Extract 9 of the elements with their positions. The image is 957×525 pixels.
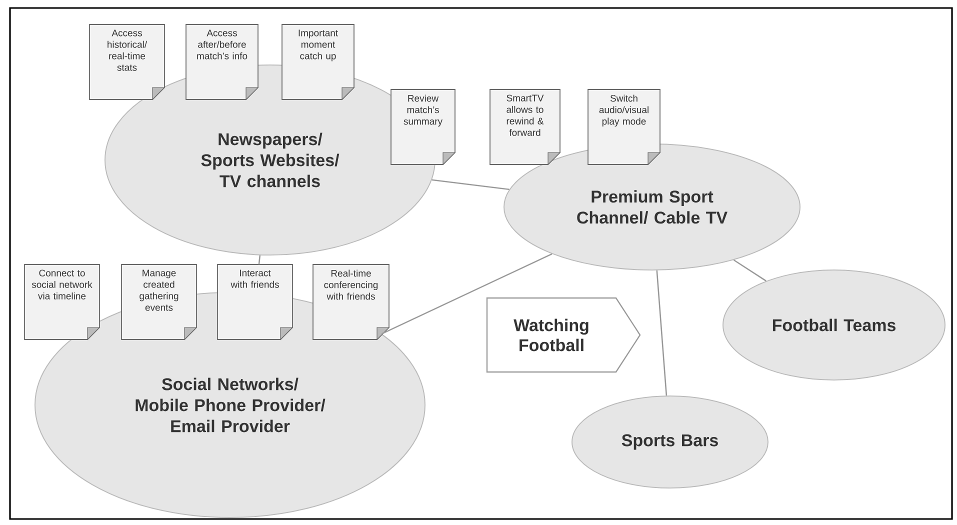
ellipse-node: Football Teams xyxy=(722,270,946,380)
ellipse-node: Premium Sport Channel/ Cable TV xyxy=(504,144,800,270)
connector-line xyxy=(656,270,668,396)
connector-line xyxy=(258,255,261,264)
connector-line xyxy=(733,259,766,282)
connector-line xyxy=(432,179,510,190)
pentagon-arrow-box: Watching Football xyxy=(486,297,641,373)
connector-line xyxy=(382,253,552,334)
ellipse-node: Sports Bars xyxy=(572,396,768,488)
